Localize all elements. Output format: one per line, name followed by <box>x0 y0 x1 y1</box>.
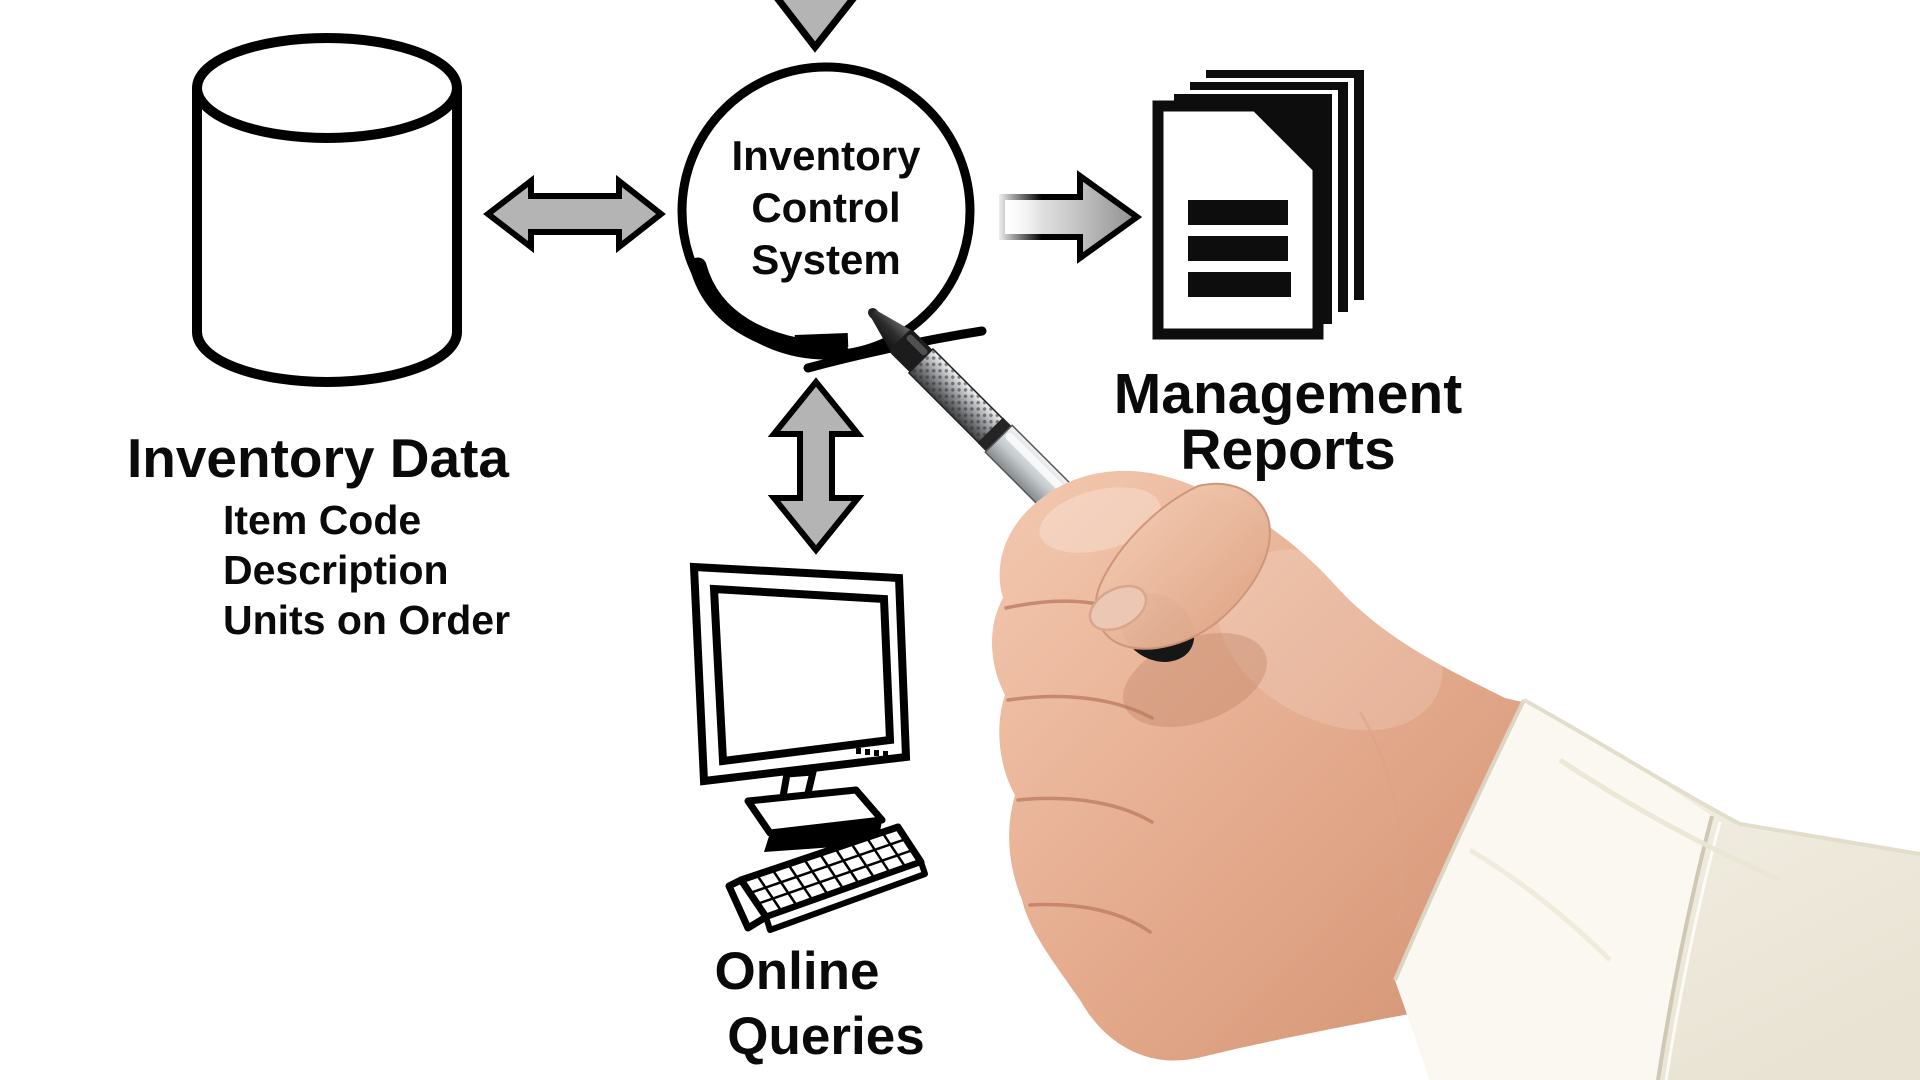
arrow-hub-reports <box>996 170 1143 264</box>
database-icon <box>192 33 462 387</box>
queries-label-line1: Online <box>715 942 880 1001</box>
database-title: Inventory Data <box>127 427 509 489</box>
database-field-2: Description <box>223 547 449 593</box>
arrow-hub-queries <box>767 377 865 555</box>
hub-label-line2: Control <box>751 184 900 231</box>
reports-label-line2: Reports <box>1180 418 1395 482</box>
computer-icon <box>689 562 928 933</box>
thumb-nail <box>1088 584 1148 632</box>
documents-icon <box>1152 70 1364 340</box>
queries-label-line2: Queries <box>727 1007 924 1066</box>
arrow-top-into-hub <box>774 0 857 53</box>
hub-label-line3: System <box>751 236 900 283</box>
reports-label-line1: Management <box>1114 362 1462 426</box>
hub-label-line1: Inventory <box>731 132 921 179</box>
database-field-3: Units on Order <box>223 597 510 643</box>
arrow-database-hub <box>483 174 666 254</box>
shirt-cuff <box>1393 698 1920 1080</box>
database-field-1: Item Code <box>223 497 421 543</box>
